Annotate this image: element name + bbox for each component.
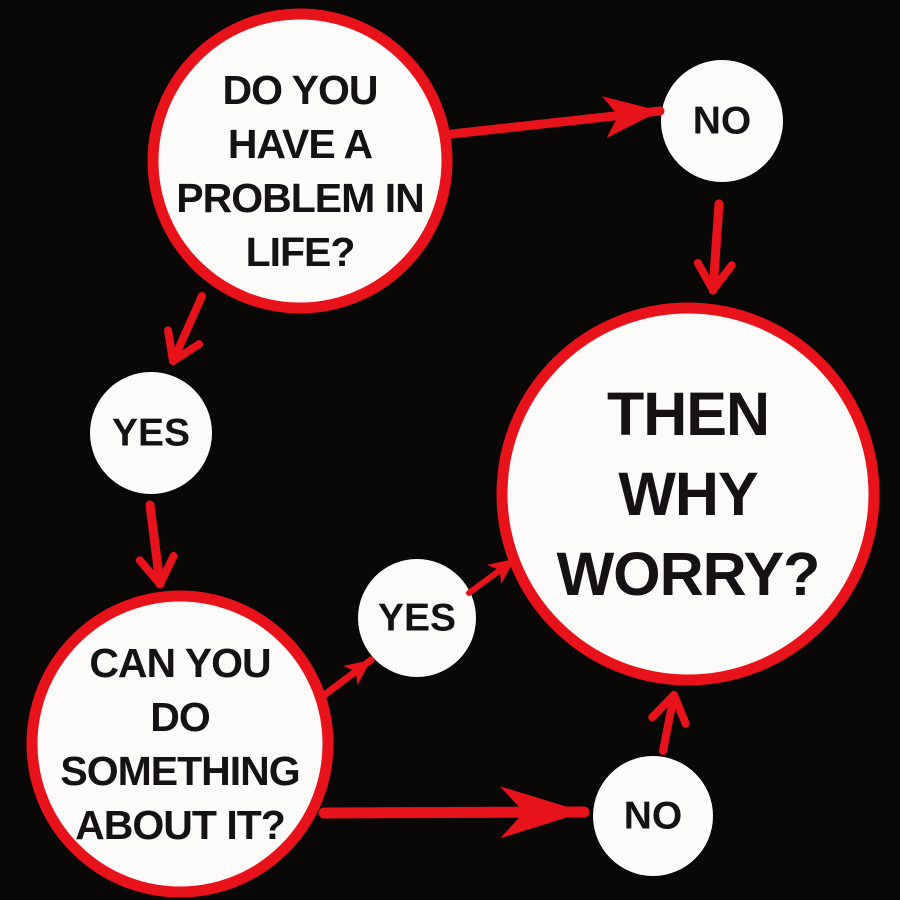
edge-line-yes-to-canyou [135,500,178,589]
node-circle-can-you [26,590,334,898]
edge-line-canyou-to-yes [319,656,375,700]
node-label-yes-mid: YES [378,597,456,640]
edge-line-problem-to-no [447,96,665,139]
node-label-then-why-worry: THEN [607,380,769,448]
node-circle-no-top [661,60,783,182]
node-label-no-bottom: NO [624,795,683,838]
node-label-then-why-worry: WHY [618,460,758,528]
edge-problem-to-no [447,96,665,139]
edge-line-problem-to-yes [164,292,206,365]
node-problem: DO YOU HAVE A PROBLEM IN LIFE? [147,8,453,314]
node-label-can-you: CAN YOU [89,640,270,686]
node-label-problem: HAVE A [228,121,373,167]
edge-nobottom-to-worry [648,691,690,755]
node-then-why-worry: THEN WHY WORRY? [496,302,880,686]
edge-no-to-worry [693,199,736,295]
edge-line-no-to-worry [693,199,736,295]
node-yes-left: YES [90,372,212,494]
node-circle-yes-left [90,372,212,494]
node-can-you: CAN YOU DO SOMETHING ABOUT IT? [26,590,334,898]
node-label-then-why-worry: WORRY? [557,540,820,608]
node-label-yes-left: YES [112,412,190,455]
node-label-can-you: ABOUT IT? [75,802,285,848]
edge-yes-to-canyou [135,500,178,589]
node-label-problem: PROBLEM IN [176,175,423,221]
edge-line-yes-to-worry [466,556,518,596]
node-circle-no-bottom [593,756,713,876]
edge-canyou-to-yes [319,656,375,700]
node-circle-problem [147,8,453,314]
node-label-problem: DO YOU [223,67,378,113]
node-label-can-you: SOMETHING [60,748,299,794]
edge-problem-to-yes [164,292,206,365]
edge-line-nobottom-to-worry [648,691,690,755]
node-label-problem: LIFE? [246,229,355,275]
node-no-bottom: NO [593,756,713,876]
node-yes-mid: YES [358,559,476,677]
edge-canyou-to-no [318,786,590,839]
edge-yes-to-worry [466,556,518,596]
node-circle-then-why-worry [496,302,880,686]
node-circle-yes-mid [358,559,476,677]
node-no-top: NO [661,60,783,182]
edge-line-canyou-to-no [318,786,590,839]
node-label-no-top: NO [693,100,752,143]
node-label-can-you: DO [150,694,210,740]
